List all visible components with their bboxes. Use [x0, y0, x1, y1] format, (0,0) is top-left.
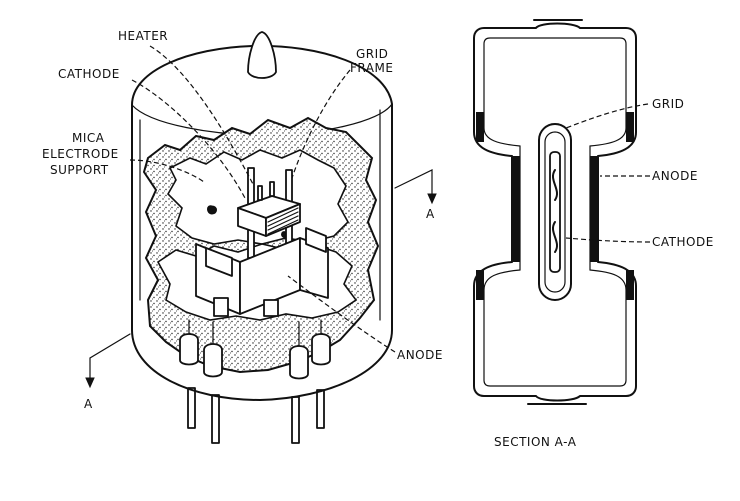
section-grid-leader: [565, 103, 649, 129]
stem-leads: [179, 319, 331, 380]
label-cathode: CATHODE: [58, 67, 120, 81]
cathode-leader: [131, 79, 247, 201]
label-mica-line3: SUPPORT: [50, 163, 109, 177]
label-section-marker-right: A: [426, 207, 435, 221]
section-label-anode: ANODE: [652, 169, 698, 183]
label-grid-frame-line2: FRAME: [350, 61, 393, 75]
section-caption: SECTION A-A: [494, 435, 577, 449]
section-cathode-leader: [565, 237, 651, 243]
heater-wire-lower: [552, 221, 558, 253]
glass-envelope: [131, 44, 393, 401]
section-label-grid: GRID: [652, 97, 684, 111]
section-cut-marker-right: [394, 169, 437, 205]
heater-wire-upper: [552, 169, 558, 201]
label-grid-frame-line1: GRID: [356, 47, 388, 61]
label-section-marker-left: A: [84, 397, 93, 411]
anode-leader: [287, 275, 396, 353]
anode-section-inner: [483, 37, 627, 387]
mica-leader: [129, 159, 205, 183]
anode-hatch: [476, 112, 634, 300]
section-view: GRID ANODE CATHODE SECTION A-A: [473, 19, 714, 449]
tube-illustration: HEATER CATHODE GRID FRAME MICA ELECTRODE…: [42, 29, 443, 444]
electrode-assembly: [195, 167, 329, 317]
exhaust-tip: [247, 31, 277, 79]
label-heater: HEATER: [118, 29, 168, 43]
section-cut-marker-left: [85, 333, 131, 389]
anode-section-outer: [473, 22, 637, 402]
grid-section: [538, 123, 572, 301]
label-anode: ANODE: [397, 348, 443, 362]
section-label-cathode: CATHODE: [652, 235, 714, 249]
heater-leader: [149, 45, 255, 187]
label-mica-line2: ELECTRODE: [42, 147, 119, 161]
label-mica-line1: MICA: [72, 131, 105, 145]
